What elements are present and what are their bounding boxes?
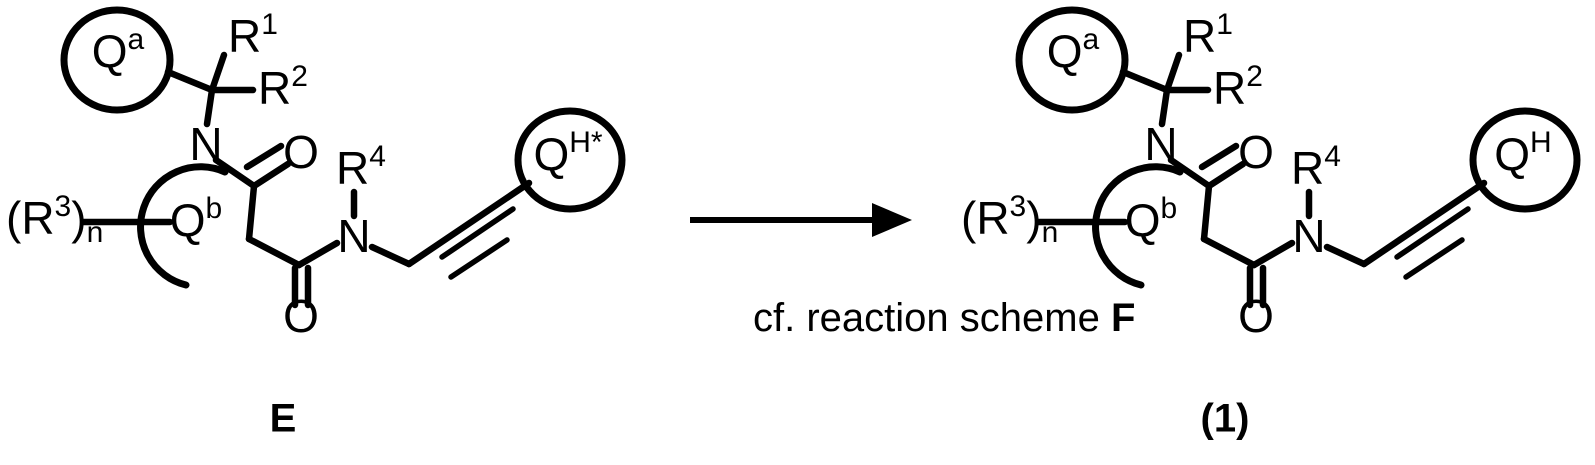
bond-alkyne-parallel-1 (439, 206, 516, 260)
bond-carbonyl-bottom-to-n-amine (295, 239, 341, 269)
r3n-label: (R3)n (6, 190, 103, 249)
qb-label: Qb (1125, 192, 1177, 246)
r3n-label: (R3)n (961, 190, 1058, 249)
bond-alkyne-main (405, 179, 533, 268)
bond-carbonyl-bottom-to-n-amine (1250, 239, 1296, 269)
reactant-label: E (270, 397, 297, 441)
bond-carbonyl-top-double-b (243, 142, 285, 171)
qb-label: Qb (170, 192, 222, 246)
bond-ch2-to-carbonyl-bottom (1200, 235, 1258, 269)
o-bottom-label: O (1238, 290, 1274, 342)
bond-ch-to-n-amide (203, 86, 216, 128)
bond-n-to-carbonyl-top (212, 156, 258, 190)
r4-label: R4 (336, 140, 386, 194)
bond-qa-to-ch (1119, 68, 1171, 94)
bond-ch-to-r1 (1163, 51, 1183, 94)
bond-ch-to-r1 (208, 51, 228, 94)
r2-label: R2 (1213, 60, 1263, 114)
bond-carbonyl-top-to-ch2 (245, 182, 258, 243)
qa-label: Qa (1047, 23, 1100, 77)
qa-ring-circle (60, 6, 174, 114)
o-top-label: O (1238, 126, 1274, 178)
bond-ch2-to-carbonyl-bottom (245, 235, 303, 269)
bond-alkyne-parallel-1 (1394, 206, 1471, 260)
r2-label: R2 (258, 60, 308, 114)
r1-label: R1 (1183, 8, 1233, 62)
qa-label: Qa (92, 23, 145, 77)
bond-n-amine-to-propargyl-ch2 (1323, 243, 1368, 268)
r4-label: R4 (1291, 140, 1341, 194)
bond-alkyne-main (1360, 179, 1488, 268)
product-label: (1) (1201, 397, 1250, 441)
bond-n-amine-to-propargyl-ch2 (368, 243, 413, 268)
bond-n-to-carbonyl-top (1167, 156, 1213, 190)
o-top-label: O (283, 126, 319, 178)
bond-carbonyl-top-double-b (1198, 142, 1240, 171)
bond-carbonyl-top-double-a (250, 160, 292, 190)
qh-ring-circle (514, 107, 626, 213)
qa-ring-circle (1015, 6, 1129, 114)
reaction-arrow-head (872, 203, 912, 237)
bond-qa-to-ch (164, 68, 216, 94)
qb-ring-arc (137, 163, 229, 289)
o-bottom-label: O (283, 290, 319, 342)
qb-ring-arc (1092, 163, 1184, 289)
qh-label: QH* (533, 126, 602, 180)
bond-alkyne-parallel-2 (1403, 237, 1465, 280)
reaction-caption: cf. reaction scheme F (753, 296, 1135, 340)
bond-carbonyl-top-to-ch2 (1200, 182, 1213, 243)
bond-alkyne-parallel-2 (448, 237, 510, 280)
r1-label: R1 (228, 8, 278, 62)
qh-ring-circle (1469, 107, 1581, 213)
bond-ch-to-n-amide (1158, 86, 1171, 128)
reaction-arrow-group (690, 203, 912, 237)
qh-label: QH (1494, 126, 1551, 180)
bond-carbonyl-top-double-a (1205, 160, 1247, 190)
reactant-structure: Qa R1 R2 N Qb (R3)n O (6, 6, 626, 441)
product-structure: Qa R1 R2 N Qb (R3)n O O N R4 (961, 6, 1581, 441)
